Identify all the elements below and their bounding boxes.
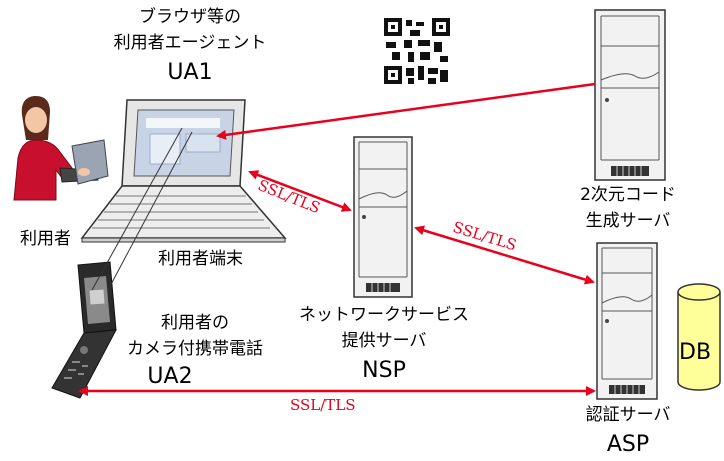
- db-label: DB: [679, 340, 712, 365]
- camera-phone-icon: [51, 261, 117, 399]
- terminal-label: 利用者端末: [158, 249, 243, 269]
- arrow-nsp-asp: [414, 225, 595, 285]
- arrow-ua1-nsp: [248, 170, 352, 212]
- ssl-label-ua2-asp: SSL/TLS: [290, 396, 356, 414]
- database-icon: [677, 283, 721, 391]
- camera-capture-line: [91, 127, 183, 291]
- laptop-icon: [80, 99, 287, 243]
- user-person-icon: [13, 95, 109, 201]
- qr-server-line2: 生成サーバ: [585, 211, 671, 231]
- asp-desc: 認証サーバ: [585, 405, 671, 425]
- nsp-desc-line1: ネットワークサービス: [299, 305, 469, 325]
- nsp-desc-line2: 提供サーバ: [341, 331, 427, 351]
- qr-code-icon: [384, 18, 450, 84]
- ua2-desc-line1: 利用者の: [161, 313, 229, 333]
- qr-server-line1: 2次元コード: [580, 185, 676, 205]
- arrow-qr-to-ua1: [216, 82, 596, 140]
- ua1-desc-line1: ブラウザ等の: [139, 7, 241, 27]
- user-label: 利用者: [20, 229, 71, 249]
- ua1-name: UA1: [167, 60, 213, 85]
- asp-server-icon: [596, 242, 658, 400]
- nsp-server-icon: [353, 136, 413, 298]
- qr-generation-server-icon: [594, 9, 666, 181]
- ua2-desc-line2: カメラ付携帯電話: [127, 339, 263, 359]
- asp-name: ASP: [606, 432, 650, 457]
- ua2-name: UA2: [147, 364, 193, 389]
- ua1-desc-line2: 利用者エージェント: [113, 33, 267, 53]
- camera-capture-line: [107, 131, 193, 291]
- nsp-name: NSP: [362, 358, 406, 383]
